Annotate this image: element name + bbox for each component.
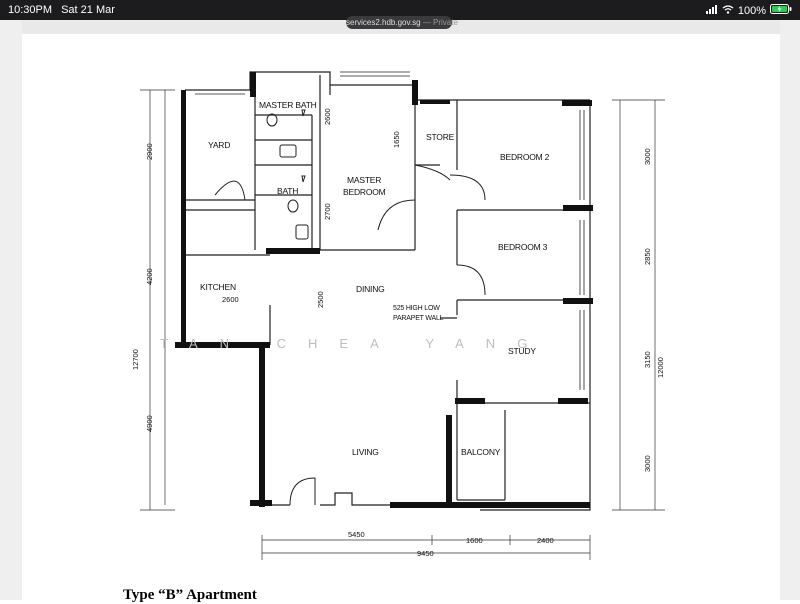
dim-3000-bottom: 3000: [643, 455, 652, 472]
dim-4200: 4200: [145, 268, 154, 285]
url-bar[interactable]: services2.hdb.gov.sg — Private: [346, 16, 458, 29]
plan-caption: Type “B” Apartment: [123, 587, 257, 603]
dim-4900: 4900: [145, 415, 154, 432]
room-label-master-bedroom-1: MASTER: [347, 175, 381, 185]
dim-2850: 2850: [643, 248, 652, 265]
parapet-label-1: 525 HIGH LOW: [393, 305, 440, 312]
room-label-dining: DINING: [356, 284, 385, 294]
battery-charging-icon: [770, 4, 792, 17]
dim-2600-horizontal: 2600: [222, 295, 239, 304]
room-label-master-bedroom-2: BEDROOM: [343, 187, 386, 197]
dim-1650: 1650: [392, 131, 401, 148]
room-label-living: LIVING: [352, 447, 379, 457]
dim-1600: 1600: [466, 536, 483, 545]
floor-plan-lines: [184, 71, 591, 511]
room-label-bedroom-3: BEDROOM 3: [498, 242, 548, 252]
room-label-store: STORE: [426, 132, 455, 142]
dim-2500: 2500: [316, 291, 325, 308]
dim-2900: 2900: [145, 143, 154, 160]
room-label-kitchen: KITCHEN: [200, 282, 236, 292]
signal-icon: [705, 4, 718, 17]
walls: [175, 72, 593, 508]
status-bar: 10:30PM Sat 21 Mar 100%: [0, 0, 800, 20]
room-label-yard: YARD: [208, 140, 230, 150]
wifi-icon: [722, 4, 734, 17]
url-domain: services2.hdb.gov.sg: [346, 18, 421, 27]
fixtures: [266, 109, 309, 240]
dim-5450: 5450: [348, 530, 365, 539]
room-labels: MASTER BATH YARD STORE BEDROOM 2 MASTER …: [200, 100, 550, 457]
dim-3000-top: 3000: [643, 148, 652, 165]
dim-2400: 2400: [537, 536, 554, 545]
dim-9450: 9450: [417, 549, 434, 558]
floor-plan-page: MASTER BATH YARD STORE BEDROOM 2 MASTER …: [22, 34, 780, 600]
dim-2600-vertical: 2600: [323, 108, 332, 125]
right-margin: [780, 20, 800, 600]
room-label-balcony: BALCONY: [461, 447, 501, 457]
private-mode-label: — Private: [422, 18, 458, 27]
door-swings: [214, 164, 486, 506]
room-label-bath: BATH: [277, 186, 298, 196]
parapet-label-2: PARAPET WALL: [393, 315, 444, 322]
dim-3150: 3150: [643, 351, 652, 368]
watermark: TAN CHEA YANG: [160, 336, 549, 351]
status-date: Sat 21 Mar: [61, 4, 115, 16]
dim-2700: 2700: [323, 203, 332, 220]
dimension-lines: [140, 89, 665, 560]
room-label-bedroom-2: BEDROOM 2: [500, 152, 550, 162]
dim-12000: 12000: [656, 357, 665, 378]
dimension-labels: 2900 2600 1650 2700 4200 2600 2500 12700…: [131, 108, 665, 558]
left-margin: [0, 20, 22, 600]
floor-plan-drawing: MASTER BATH YARD STORE BEDROOM 2 MASTER …: [131, 71, 665, 560]
status-time: 10:30PM: [8, 4, 53, 16]
windows: [195, 71, 585, 390]
room-label-study: STUDY: [508, 346, 536, 356]
dim-12700: 12700: [131, 349, 140, 370]
battery-percent: 100%: [737, 4, 766, 17]
room-label-master-bath: MASTER BATH: [259, 100, 317, 110]
